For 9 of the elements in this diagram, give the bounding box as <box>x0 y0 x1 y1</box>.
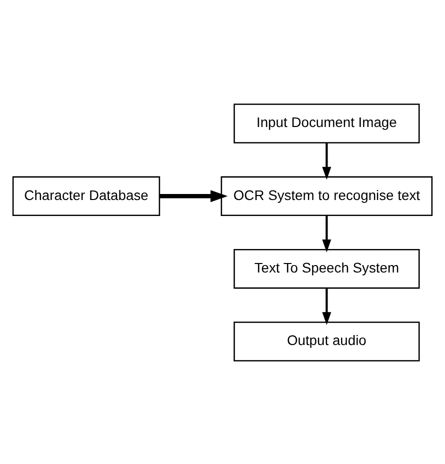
arrow <box>322 215 332 252</box>
arrow <box>322 142 332 180</box>
node-box: Input Document Image <box>234 103 420 143</box>
node-box: OCR System to recognise text <box>220 176 433 216</box>
arrow <box>322 288 332 324</box>
node-box: Output audio <box>234 321 420 361</box>
node-box: Character Database <box>12 176 160 216</box>
node-box: Text To Speech System <box>234 248 420 288</box>
arrow <box>160 190 228 202</box>
